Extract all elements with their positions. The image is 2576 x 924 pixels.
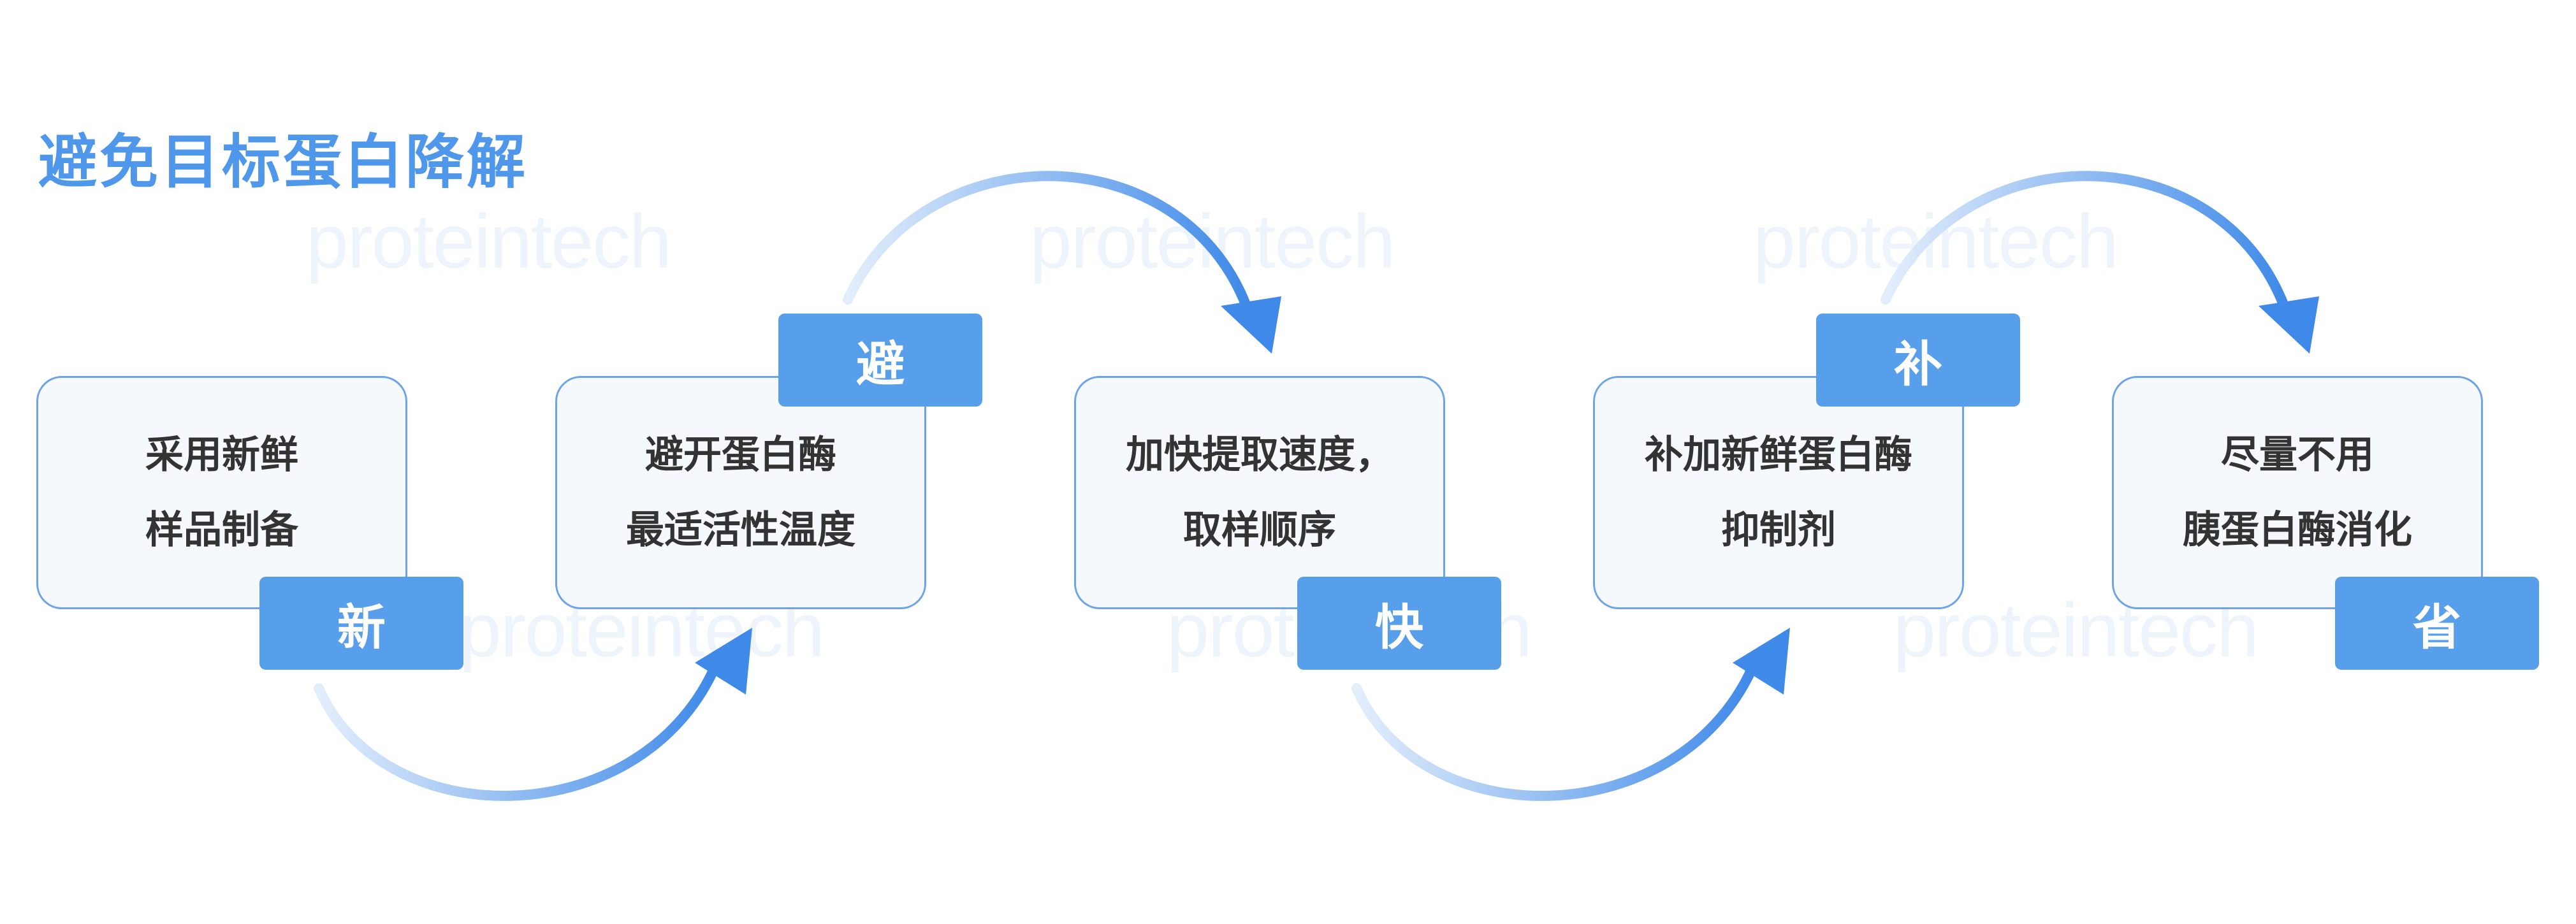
arrow-2-to-3 [843,171,1281,354]
arrow-3-to-4 [1351,628,1790,801]
watermark: proteintech [306,199,672,284]
step-5-badge: 省 [2335,577,2539,670]
step-text: 取样顺序 [1183,508,1336,552]
step-4-badge: 补 [1816,314,2020,407]
step-text: 样品制备 [145,508,298,552]
step-2-card: 避开蛋白酶 最适活性温度 [555,376,926,609]
step-1-card: 采用新鲜 样品制备 [36,376,407,609]
step-text: 采用新鲜 [145,433,298,477]
arrow-4-to-5 [1881,171,2319,354]
step-text: 抑制剂 [1721,508,1836,552]
step-text: 避开蛋白酶 [645,433,836,477]
step-text: 加快提取速度， [1126,433,1394,477]
step-2-badge: 避 [778,314,982,407]
step-text: 最适活性温度 [626,508,855,552]
step-text: 补加新鲜蛋白酶 [1645,433,1912,477]
step-text: 胰蛋白酶消化 [2183,508,2412,552]
arrow-1-to-2 [314,628,752,801]
step-text: 尽量不用 [2221,433,2374,477]
step-4-card: 补加新鲜蛋白酶 抑制剂 [1593,376,1964,609]
step-5-card: 尽量不用 胰蛋白酶消化 [2112,376,2483,609]
page-title: 避免目标蛋白降解 [38,128,528,196]
watermark: proteintech [1753,199,2119,284]
step-3-badge: 快 [1297,577,1501,670]
step-3-card: 加快提取速度， 取样顺序 [1074,376,1445,609]
step-1-badge: 新 [259,577,463,670]
